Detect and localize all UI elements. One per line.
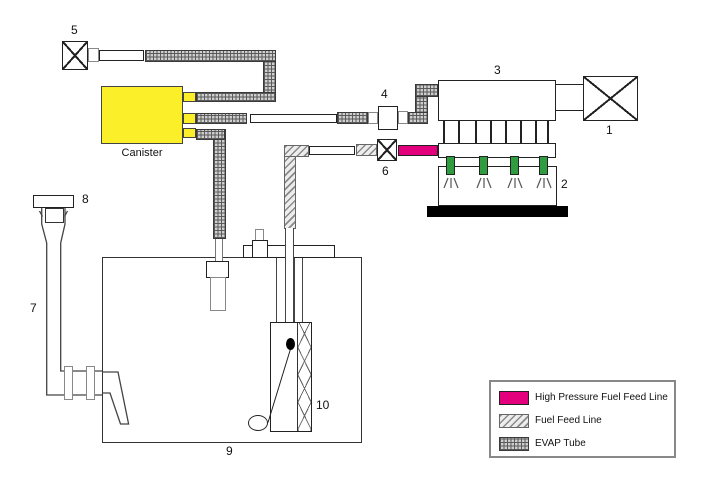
- callout-5: 5: [71, 23, 78, 37]
- filler-spout: [102, 371, 130, 425]
- runner-divider: [443, 121, 445, 144]
- callout-9: 9: [226, 444, 233, 458]
- fuel-level-float: [248, 415, 268, 431]
- fuel-filler-cap: [33, 195, 74, 208]
- filler-cap-inner: [45, 208, 64, 223]
- vent-tube-white: [99, 50, 144, 61]
- legend-label: Fuel Feed Line: [535, 415, 602, 426]
- purge-valve-4: [378, 106, 398, 130]
- evap-elbow-upper: [415, 84, 438, 97]
- tank-vent-valve-top: [206, 261, 229, 278]
- legend-row-fuel-feed: Fuel Feed Line: [499, 414, 602, 428]
- engine-mount-bar: [427, 206, 568, 217]
- runner-divider: [490, 121, 492, 144]
- vent-valve-5: [62, 41, 88, 70]
- tank-vent-tube: [215, 239, 223, 262]
- canister-port-1: [183, 92, 196, 102]
- evap-tube-port2: [196, 113, 247, 124]
- pump-strainer-column: [297, 323, 311, 431]
- fuel-feed-swatch: [499, 414, 529, 428]
- evap-elbow-lower: [408, 112, 428, 124]
- intake-manifold-plenum: [438, 80, 556, 121]
- float-arm-pivot: [286, 338, 295, 350]
- fuel-injector-3: [510, 156, 519, 175]
- fuel-feed-line-to-valve6: [356, 144, 377, 156]
- legend-row-evap: EVAP Tube: [499, 437, 586, 451]
- callout-6: 6: [382, 164, 389, 178]
- purge-tube-white: [250, 114, 337, 123]
- filler-tick-left: [38, 210, 44, 217]
- fuel-injector-2: [479, 156, 488, 175]
- legend-label: EVAP Tube: [535, 438, 586, 449]
- legend-label: High Pressure Fuel Feed Line: [535, 392, 668, 403]
- injector-spray-icon: [507, 177, 523, 189]
- fuel-injector-1: [446, 156, 455, 175]
- fuel-feed-line-vertical: [284, 145, 296, 229]
- vent-valve-5-stub: [88, 48, 99, 62]
- canister-port-3: [183, 128, 196, 138]
- high-pressure-swatch: [499, 391, 529, 405]
- legend: High Pressure Fuel Feed Line Fuel Feed L…: [489, 380, 676, 458]
- hose-clamp-right: [86, 366, 95, 400]
- injector-spray-icon: [536, 177, 552, 189]
- callout-3: 3: [494, 63, 501, 77]
- air-duct-connector: [556, 84, 584, 111]
- fuel-filter-valve-6: [377, 139, 397, 161]
- fuel-feed-tube-white: [309, 146, 355, 155]
- fuel-injector-4: [539, 156, 548, 175]
- evap-tube-valve4-left: [337, 112, 368, 124]
- pump-tube-right: [294, 258, 303, 323]
- fuel-feed-line-elbow: [284, 145, 309, 157]
- callout-10: 10: [316, 398, 330, 412]
- injector-spray-icon: [476, 177, 492, 189]
- filler-neck-right-line: [60, 208, 102, 372]
- injector-spray-icon: [443, 177, 459, 189]
- fuel-tank: [102, 257, 362, 443]
- evap-tube-to-canister-port1: [196, 92, 276, 102]
- air-cleaner-box-1: [583, 76, 638, 121]
- canister-label: Canister: [121, 147, 163, 159]
- runner-divider: [475, 121, 477, 144]
- evap-swatch: [499, 437, 529, 451]
- callout-7: 7: [30, 301, 37, 315]
- runner-divider: [458, 121, 460, 144]
- callout-8: 8: [82, 192, 89, 206]
- filler-tube-drawing: [38, 208, 130, 425]
- callout-1: 1: [606, 123, 613, 137]
- runner-divider: [547, 121, 549, 144]
- tank-vent-valve-body: [210, 277, 226, 311]
- filler-tick-right: [63, 210, 69, 217]
- hose-clamp-left: [64, 366, 73, 400]
- purge-valve-4-stub-right: [398, 111, 408, 124]
- high-pressure-fuel-feed-line: [398, 145, 438, 156]
- evap-tube-port3-horizontal: [196, 129, 225, 140]
- intake-runners: [438, 121, 556, 144]
- purge-valve-4-stub-left: [368, 112, 378, 124]
- canister-port-2: [183, 113, 196, 124]
- runner-divider: [505, 121, 507, 144]
- canister: [101, 86, 183, 144]
- flange-fitting: [252, 240, 268, 258]
- fuel-rail: [438, 143, 556, 158]
- evap-tube-top-horizontal: [145, 50, 276, 62]
- runner-divider: [520, 121, 522, 144]
- callout-4: 4: [381, 87, 388, 101]
- runner-divider: [535, 121, 537, 144]
- pump-tube-main: [285, 228, 294, 323]
- callout-2: 2: [561, 177, 568, 191]
- evap-tube-port3-vertical: [213, 129, 226, 239]
- legend-row-high-pressure: High Pressure Fuel Feed Line: [499, 391, 668, 405]
